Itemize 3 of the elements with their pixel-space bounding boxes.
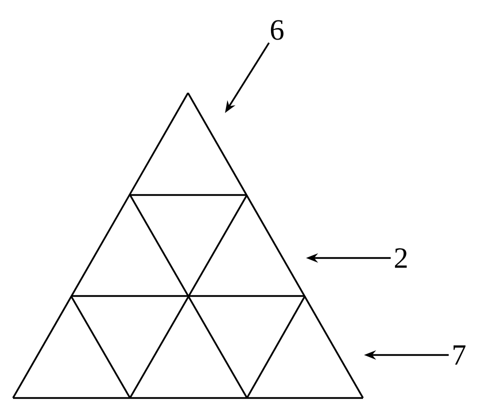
- number-label: 2: [394, 248, 407, 268]
- number-label: 6: [270, 20, 284, 40]
- number-label: 7: [454, 345, 466, 365]
